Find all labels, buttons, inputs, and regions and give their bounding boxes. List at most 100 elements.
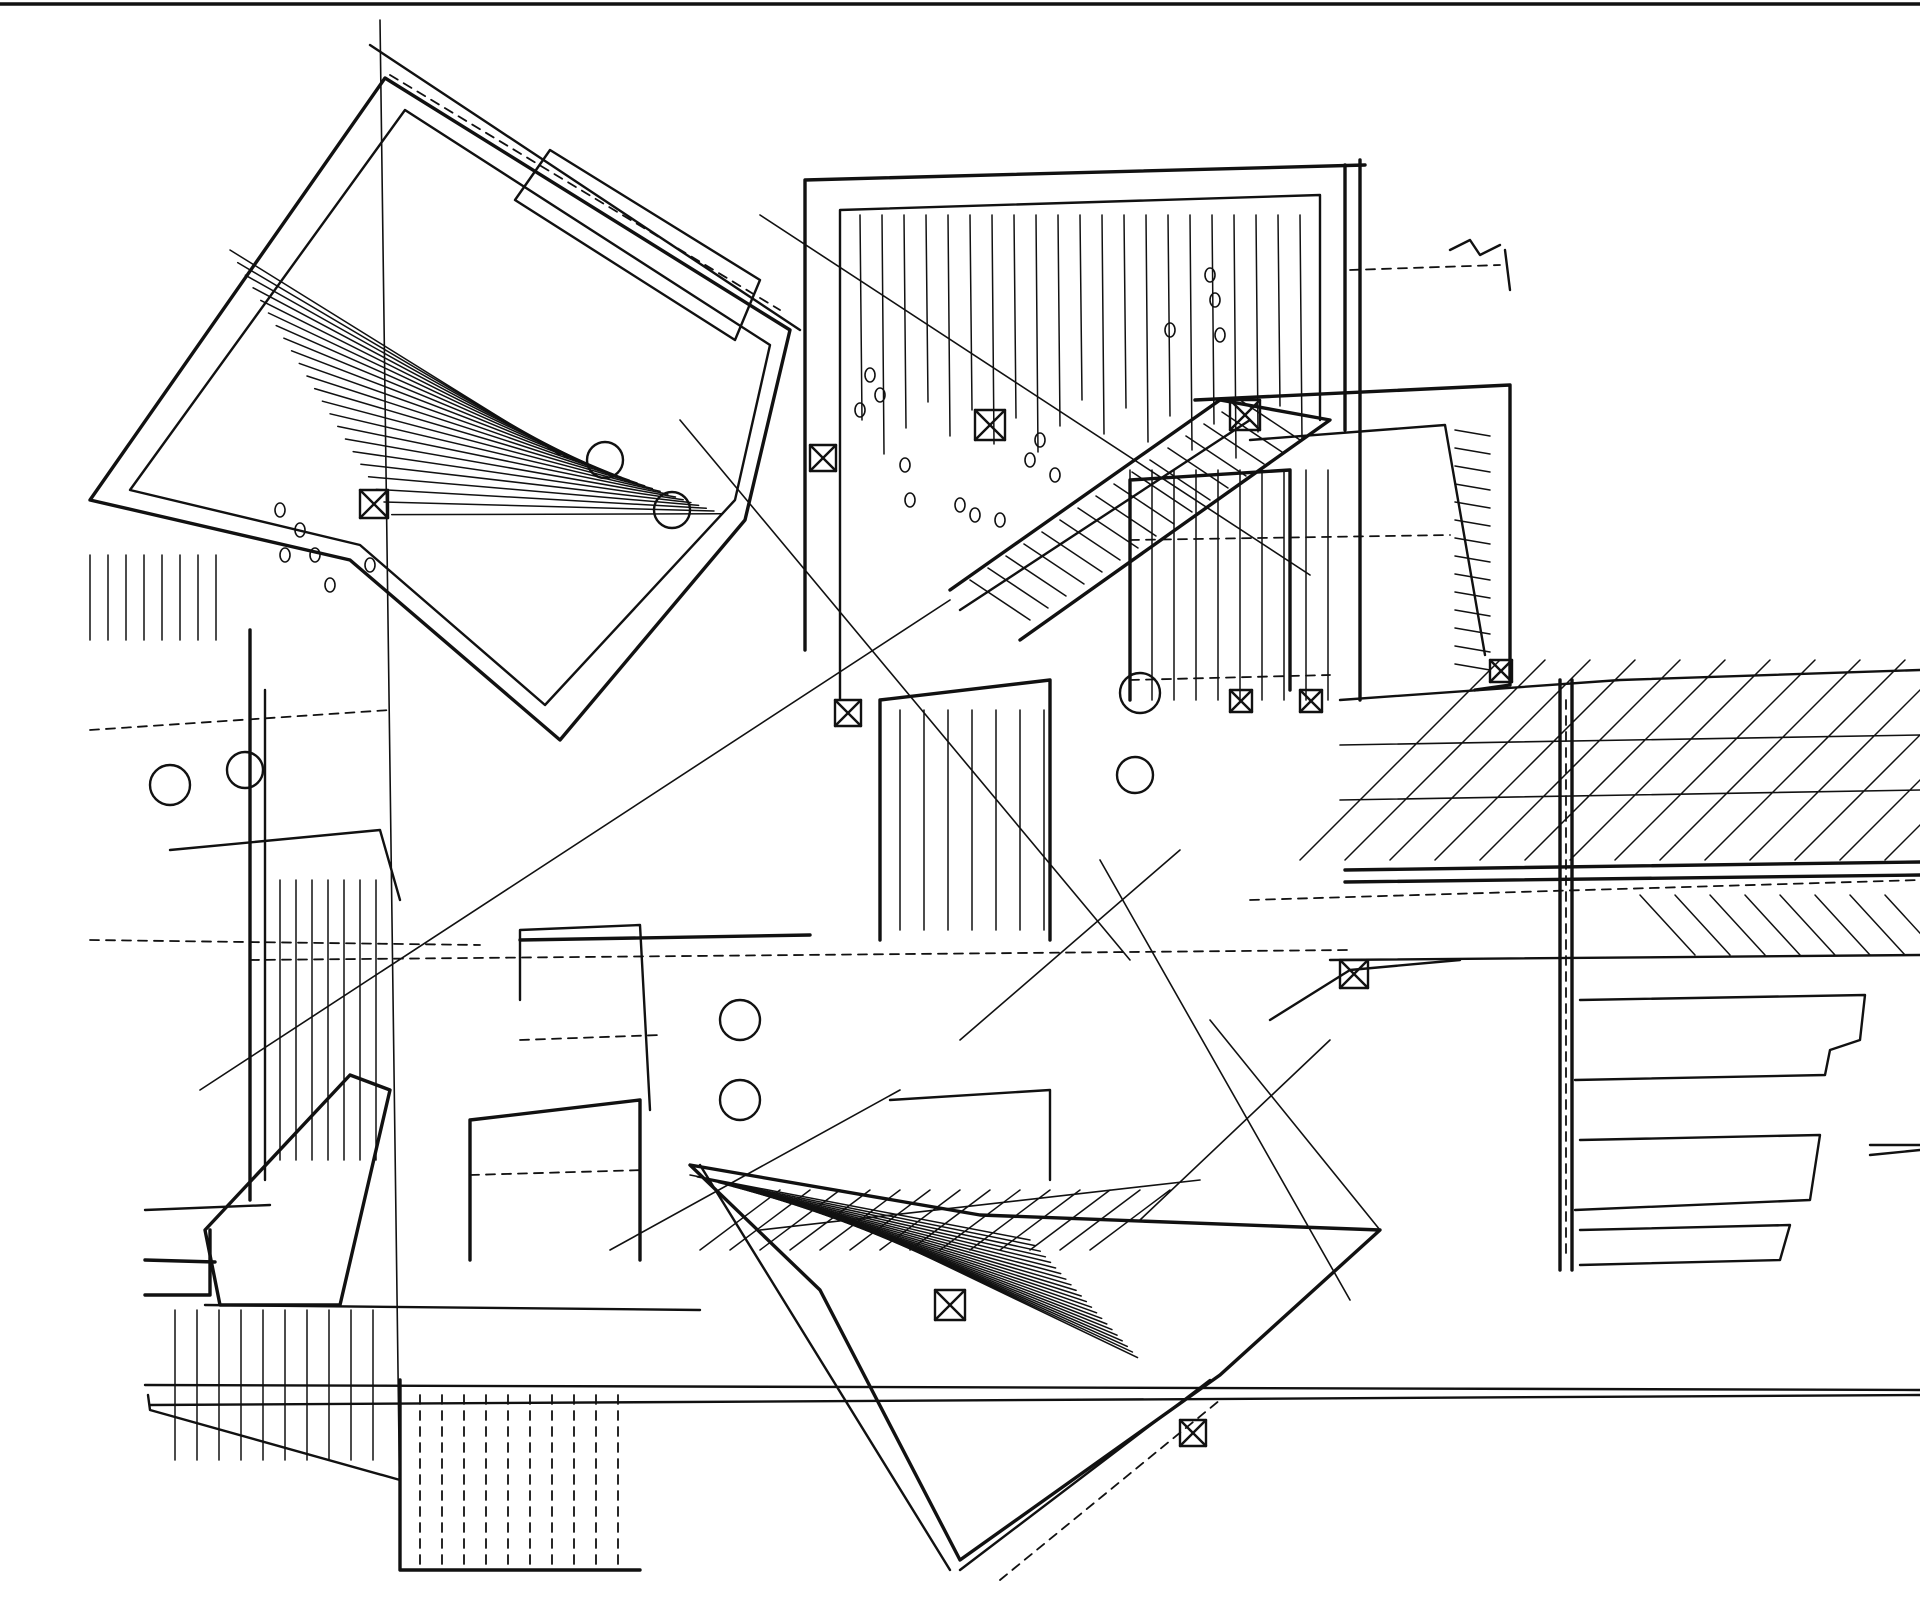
hatch-line bbox=[759, 1189, 841, 1251]
hatch-line bbox=[1041, 531, 1103, 573]
cross-box bbox=[973, 408, 1007, 442]
hatch-line bbox=[344, 438, 677, 498]
hatch-line bbox=[849, 1189, 931, 1251]
hatch-line bbox=[689, 1174, 1031, 1241]
hatch-line bbox=[352, 450, 684, 501]
hatch-line bbox=[1203, 423, 1265, 465]
hatch-line bbox=[925, 214, 929, 403]
dot-mark bbox=[899, 457, 911, 473]
hatch-line bbox=[819, 1189, 901, 1251]
hatch-line bbox=[1454, 573, 1491, 581]
dot-mark bbox=[1204, 267, 1216, 283]
hatch-line bbox=[1659, 659, 1861, 861]
hatch-line bbox=[999, 1189, 1081, 1251]
hatch-line bbox=[1059, 1189, 1141, 1251]
hatch-line bbox=[1454, 555, 1491, 563]
hatch-line bbox=[710, 1180, 1047, 1258]
hatch-line bbox=[283, 337, 615, 476]
hatch-line bbox=[881, 214, 885, 455]
hatch-line bbox=[1277, 214, 1281, 407]
diagonal-band-hatching bbox=[969, 399, 1491, 671]
cross-box bbox=[933, 1288, 967, 1322]
hatch-line bbox=[1389, 659, 1591, 861]
hatch-line bbox=[290, 350, 623, 479]
hatch-line bbox=[1228, 688, 1254, 714]
hatch-line bbox=[306, 375, 638, 484]
dot-mark bbox=[954, 497, 966, 513]
ground-line bbox=[143, 1303, 1920, 1572]
diagonal-roof-band bbox=[948, 398, 1332, 642]
hatch-line bbox=[1189, 214, 1193, 451]
dot-mark bbox=[309, 547, 321, 563]
hatch-line bbox=[1145, 214, 1149, 443]
left-circles bbox=[148, 440, 692, 807]
hatch-line bbox=[383, 501, 715, 512]
right-stepped-form bbox=[1573, 993, 1920, 1267]
hatch-line bbox=[337, 425, 669, 495]
hatching-tilted-block bbox=[229, 249, 723, 516]
hatch-line bbox=[1454, 447, 1491, 455]
right-frame bbox=[1115, 383, 1512, 795]
hatch-line bbox=[909, 1189, 991, 1251]
left-structure bbox=[89, 628, 481, 1307]
hatch-line bbox=[375, 488, 708, 509]
hatch-line bbox=[973, 408, 1007, 442]
hatch-line bbox=[1454, 501, 1491, 509]
hatch-line bbox=[1298, 688, 1324, 714]
hatch-line bbox=[969, 214, 973, 411]
dot-mark bbox=[969, 507, 981, 523]
hatch-line bbox=[1454, 627, 1491, 635]
lower-tilted-slab bbox=[688, 1163, 1382, 1581]
hatch-line bbox=[1167, 214, 1171, 417]
hatch-line bbox=[1178, 1418, 1208, 1448]
hatch-line bbox=[1101, 214, 1105, 435]
hatch-line bbox=[1884, 823, 1920, 861]
hatch-line bbox=[1057, 214, 1061, 427]
construction-lines bbox=[199, 19, 1920, 1521]
hatch-line bbox=[808, 443, 838, 473]
hatch-line bbox=[718, 1181, 1052, 1264]
hatch-line bbox=[1023, 543, 1085, 585]
hatch-line bbox=[1479, 659, 1681, 861]
hatch-line bbox=[1005, 555, 1067, 597]
hatch-line bbox=[1131, 471, 1193, 513]
cross-marks bbox=[358, 398, 1514, 1448]
dot-mark bbox=[1034, 432, 1046, 448]
hatch-line bbox=[699, 1189, 781, 1251]
hatch-line bbox=[903, 214, 907, 429]
hatch-line bbox=[1233, 214, 1237, 459]
hatch-line bbox=[1454, 519, 1491, 527]
hatch-line bbox=[1185, 435, 1247, 477]
hatch-line bbox=[1849, 894, 1906, 956]
cross-box bbox=[1228, 688, 1254, 714]
dot-mark bbox=[1209, 292, 1221, 308]
hatch-line bbox=[1013, 214, 1017, 419]
hatch-line bbox=[1454, 537, 1491, 545]
hatch-line bbox=[939, 1189, 1021, 1251]
hatch-line bbox=[1299, 659, 1501, 861]
hatch-line bbox=[1454, 591, 1491, 599]
dot-mark bbox=[294, 522, 306, 538]
hatch-line bbox=[1454, 609, 1491, 617]
hatch-line bbox=[1059, 519, 1121, 561]
hatch-line bbox=[1077, 507, 1139, 549]
cross-box bbox=[833, 698, 863, 728]
hatch-line bbox=[969, 579, 1031, 621]
dot-mark bbox=[324, 577, 336, 593]
hatch-line bbox=[1814, 894, 1871, 956]
hatch-line bbox=[358, 488, 390, 520]
hatch-line bbox=[1524, 659, 1726, 861]
dot-mark bbox=[1214, 327, 1226, 343]
cross-box bbox=[1298, 688, 1324, 714]
dot-mark bbox=[364, 557, 376, 573]
hatch-line bbox=[1639, 894, 1696, 956]
hatch-line bbox=[1704, 659, 1906, 861]
hatch-line bbox=[1149, 459, 1211, 501]
hatch-line bbox=[313, 387, 646, 487]
cross-box bbox=[1338, 958, 1370, 990]
hatch-line bbox=[367, 476, 700, 507]
hatch-line bbox=[360, 463, 692, 504]
right-grid-plane bbox=[1268, 668, 1920, 1272]
hatch-line bbox=[1744, 894, 1801, 956]
dot-mark bbox=[864, 367, 876, 383]
